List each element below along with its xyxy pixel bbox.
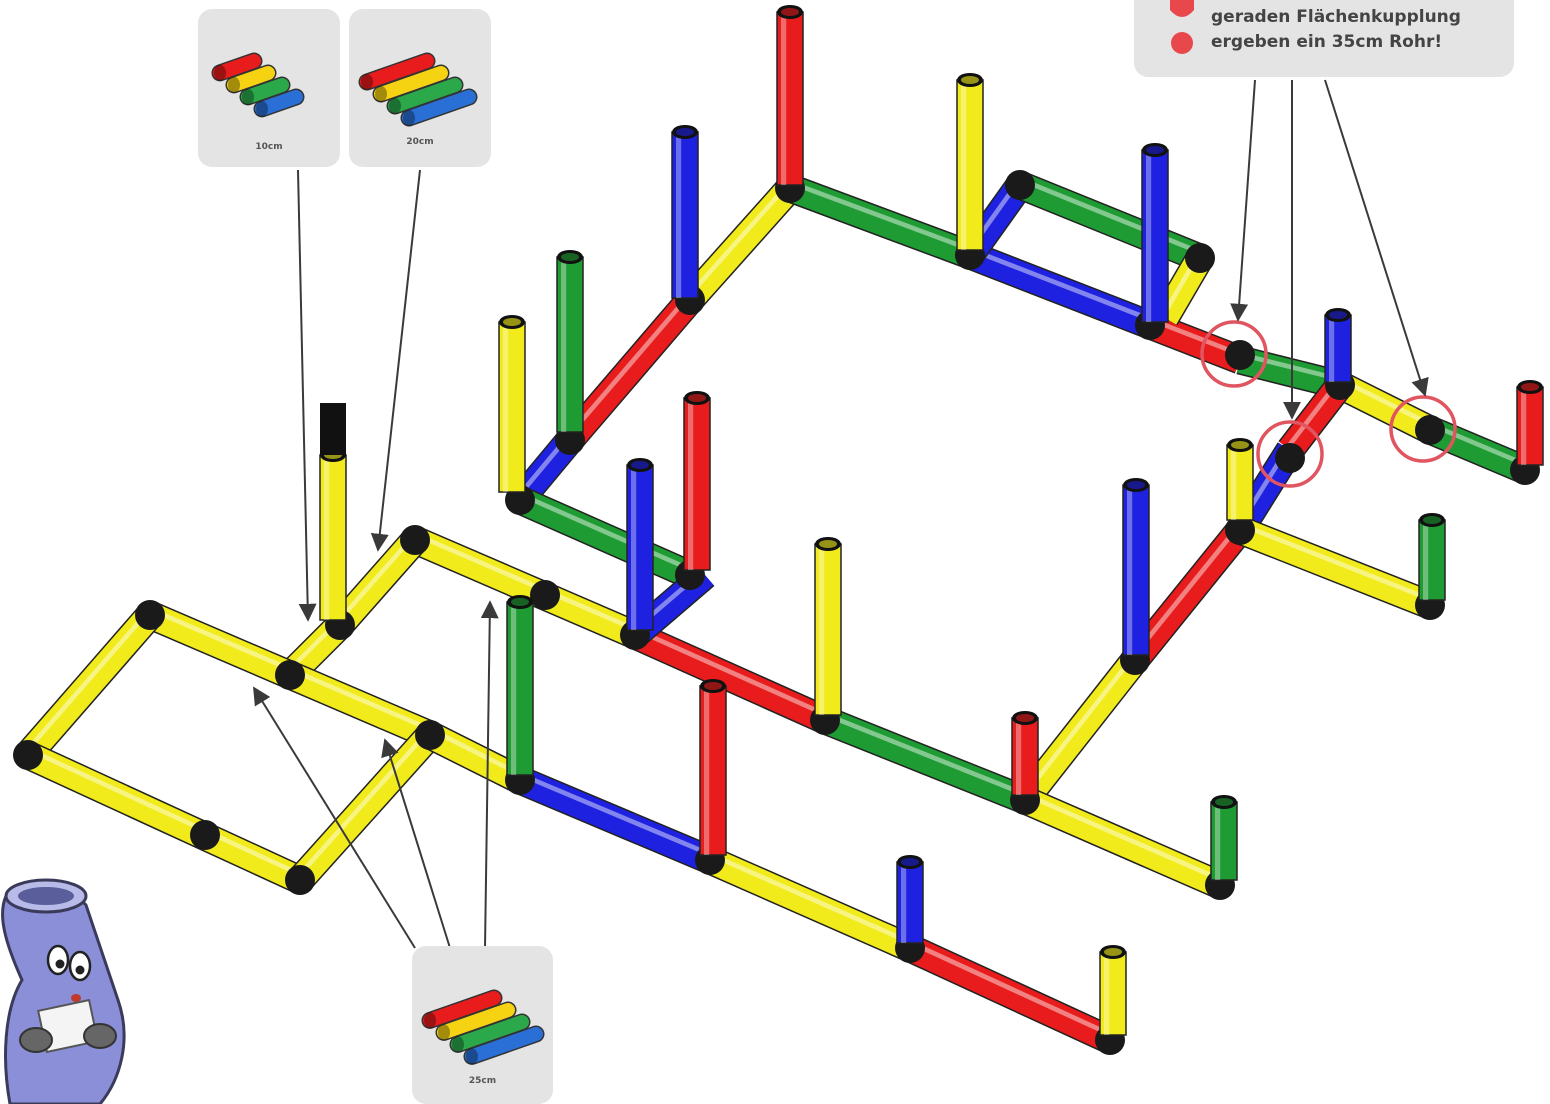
vertical-pipe [320, 448, 346, 620]
pipe-coupling [1275, 443, 1305, 473]
vertical-pipe [1211, 795, 1237, 880]
tube-20cm-card: 20cm [349, 9, 491, 167]
vertical-pipe [1100, 945, 1126, 1035]
pipe-coupling [135, 600, 165, 630]
pipe-coupling [415, 720, 445, 750]
pipe-tube [1025, 794, 1220, 885]
pipe-coupling [400, 525, 430, 555]
mascot-icon [3, 880, 125, 1104]
coupling-note: geraden Flächenkupplung ergeben ein 35cm… [1134, 0, 1514, 77]
pipe-tube [910, 942, 1110, 1040]
vertical-pipe [1123, 478, 1149, 655]
vertical-pipe [557, 250, 583, 432]
exclamation-icon [1158, 0, 1218, 77]
pipe-tube [520, 494, 690, 575]
pipe-coupling [13, 740, 43, 770]
pipe-tube [300, 729, 430, 880]
pipe-tube [635, 629, 825, 720]
pipe-tube [570, 294, 690, 440]
tube-10cm-card: 10cm [198, 9, 340, 167]
tube-10cm-label: 10cm [198, 142, 340, 152]
vertical-pipe [700, 679, 726, 855]
pipe-tube [710, 854, 910, 948]
vertical-pipe [1142, 143, 1168, 322]
tube-25cm-label: 25cm [412, 1076, 553, 1086]
pipe-coupling [1415, 415, 1445, 445]
pipe-coupling [285, 865, 315, 895]
pipe-tube [1135, 524, 1240, 660]
note-line-2: ergeben ein 35cm Rohr! [1211, 32, 1442, 52]
pipe-tube [1025, 654, 1135, 800]
pipe-tube [790, 182, 970, 255]
vertical-pipe [1012, 711, 1038, 795]
pipe-coupling [1005, 170, 1035, 200]
pointer-arrow [1238, 80, 1255, 320]
pipe-coupling [275, 660, 305, 690]
pipe-tube [690, 182, 790, 300]
vertical-pipe [684, 391, 710, 570]
vertical-pipe [1517, 380, 1543, 465]
vertical-pipe [777, 5, 803, 185]
pipe-tube [825, 714, 1025, 800]
vertical-pipe [897, 855, 923, 943]
pipe-tube [520, 774, 710, 860]
pipe-coupling [1225, 340, 1255, 370]
pointer-arrow [378, 170, 420, 550]
vertical-pipe [672, 125, 698, 298]
tube-25cm-card: 25cm [412, 946, 553, 1104]
vertical-pipe [815, 537, 841, 715]
pipe-tube [970, 249, 1150, 325]
pipe-tube [1240, 524, 1430, 605]
pipe-tube [28, 609, 150, 755]
vertical-pipe [499, 315, 525, 492]
vertical-pipe [1325, 308, 1351, 382]
pointer-arrow [298, 170, 308, 620]
tube-20cm-label: 20cm [349, 137, 491, 147]
tube-piece [256, 97, 296, 117]
pipe-coupling [190, 820, 220, 850]
pipe-cap [320, 403, 346, 455]
pipe-tube [28, 749, 300, 880]
vertical-pipe [507, 595, 533, 775]
vertical-pipe [1419, 513, 1445, 600]
pipe-coupling [530, 580, 560, 610]
vertical-pipe [1227, 438, 1253, 520]
pipe-coupling [1185, 243, 1215, 273]
vertical-pipe [627, 458, 653, 630]
pipe-tube [1020, 179, 1200, 258]
vertical-pipe [957, 73, 983, 250]
note-line-1: geraden Flächenkupplung [1211, 7, 1461, 27]
